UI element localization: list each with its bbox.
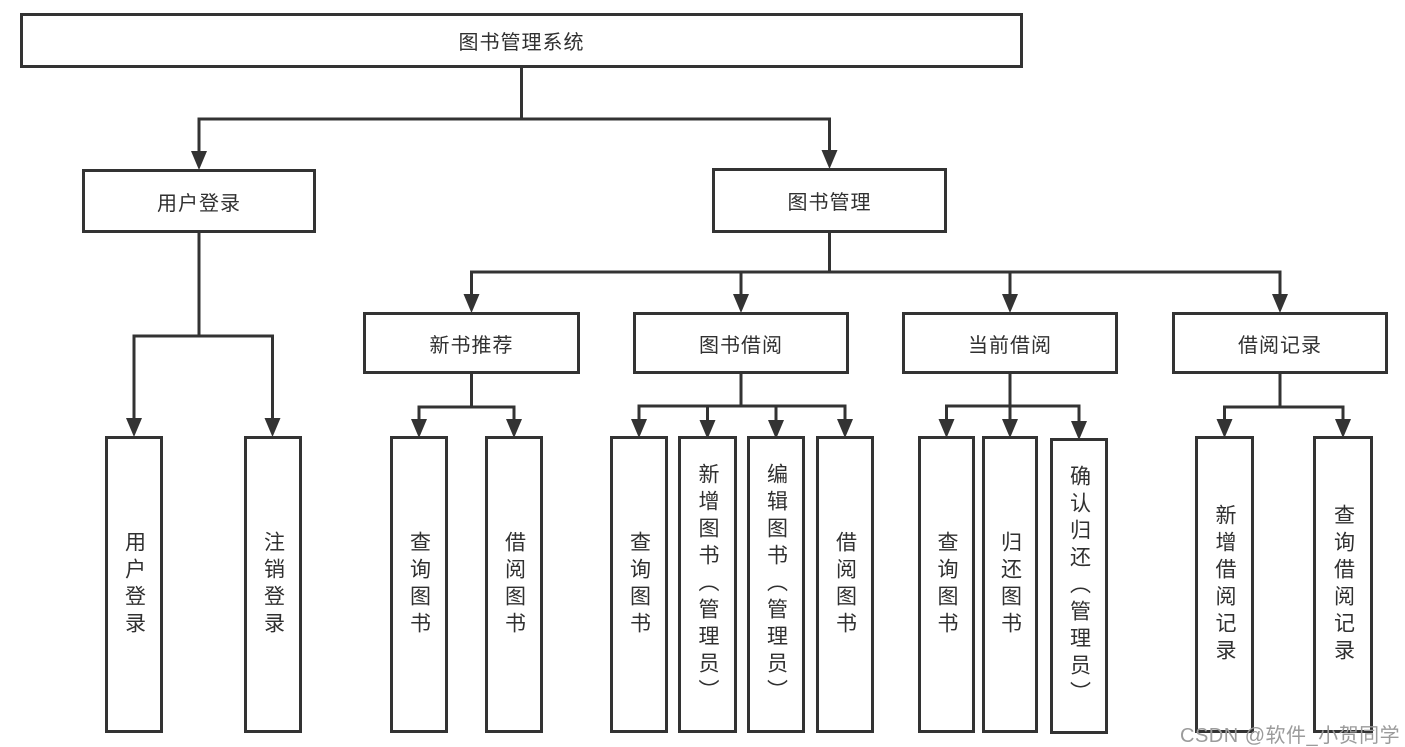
node-book-borrowing-label: 图书借阅 [699, 334, 783, 357]
leaf-edit-book-admin: 编辑图书（管理员） [747, 436, 805, 733]
leaf-confirm-return-admin-label: 确认归还（管理员） [1067, 464, 1091, 708]
node-current-borrowing-label: 当前借阅 [968, 334, 1052, 357]
leaf-logout: 注销登录 [244, 436, 302, 733]
leaf-user-login: 用户登录 [105, 436, 163, 733]
leaf-borrow-books-recommend: 借阅图书 [485, 436, 543, 733]
leaf-borrow-books-borrow: 借阅图书 [816, 436, 874, 733]
leaf-logout-label: 注销登录 [261, 530, 285, 639]
leaf-return-book-label: 归还图书 [998, 530, 1022, 639]
node-user-login: 用户登录 [82, 169, 316, 233]
leaf-user-login-label: 用户登录 [122, 530, 146, 639]
node-user-login-label: 用户登录 [157, 192, 241, 215]
leaf-add-book-admin-label: 新增图书（管理员） [696, 463, 719, 706]
node-borrowing-records-label: 借阅记录 [1238, 334, 1322, 357]
leaf-confirm-return-admin: 确认归还（管理员） [1050, 438, 1108, 734]
node-borrowing-records: 借阅记录 [1172, 312, 1388, 374]
leaf-query-books-current-label: 查询图书 [935, 530, 958, 639]
leaf-query-books-recommend-label: 查询图书 [407, 530, 431, 639]
leaf-add-borrow-record-label: 新增借阅记录 [1213, 503, 1236, 666]
leaf-query-books-current: 查询图书 [918, 436, 975, 733]
leaf-query-books-borrow-label: 查询图书 [627, 530, 651, 639]
leaf-query-borrow-record: 查询借阅记录 [1313, 436, 1373, 733]
node-new-book-recommend-label: 新书推荐 [429, 334, 514, 357]
leaf-query-books-recommend: 查询图书 [390, 436, 448, 733]
node-book-borrowing: 图书借阅 [633, 312, 849, 374]
csdn-watermark: CSDN @软件_小贺同学 [1180, 725, 1401, 747]
node-library-system: 图书管理系统 [20, 13, 1023, 68]
leaf-add-borrow-record: 新增借阅记录 [1195, 436, 1254, 733]
node-book-management: 图书管理 [712, 168, 947, 233]
leaf-edit-book-admin-label: 编辑图书（管理员） [764, 463, 788, 706]
node-current-borrowing: 当前借阅 [902, 312, 1118, 374]
node-book-management-label: 图书管理 [787, 192, 872, 214]
node-new-book-recommend: 新书推荐 [363, 312, 580, 374]
leaf-add-book-admin: 新增图书（管理员） [678, 436, 737, 733]
leaf-borrow-books-recommend-label: 借阅图书 [502, 530, 526, 639]
node-library-system-label: 图书管理系统 [458, 32, 585, 54]
leaf-return-book: 归还图书 [982, 436, 1038, 733]
leaf-query-books-borrow: 查询图书 [610, 436, 668, 733]
leaf-query-borrow-record-label: 查询借阅记录 [1331, 503, 1355, 666]
leaf-borrow-books-borrow-label: 借阅图书 [833, 530, 857, 639]
